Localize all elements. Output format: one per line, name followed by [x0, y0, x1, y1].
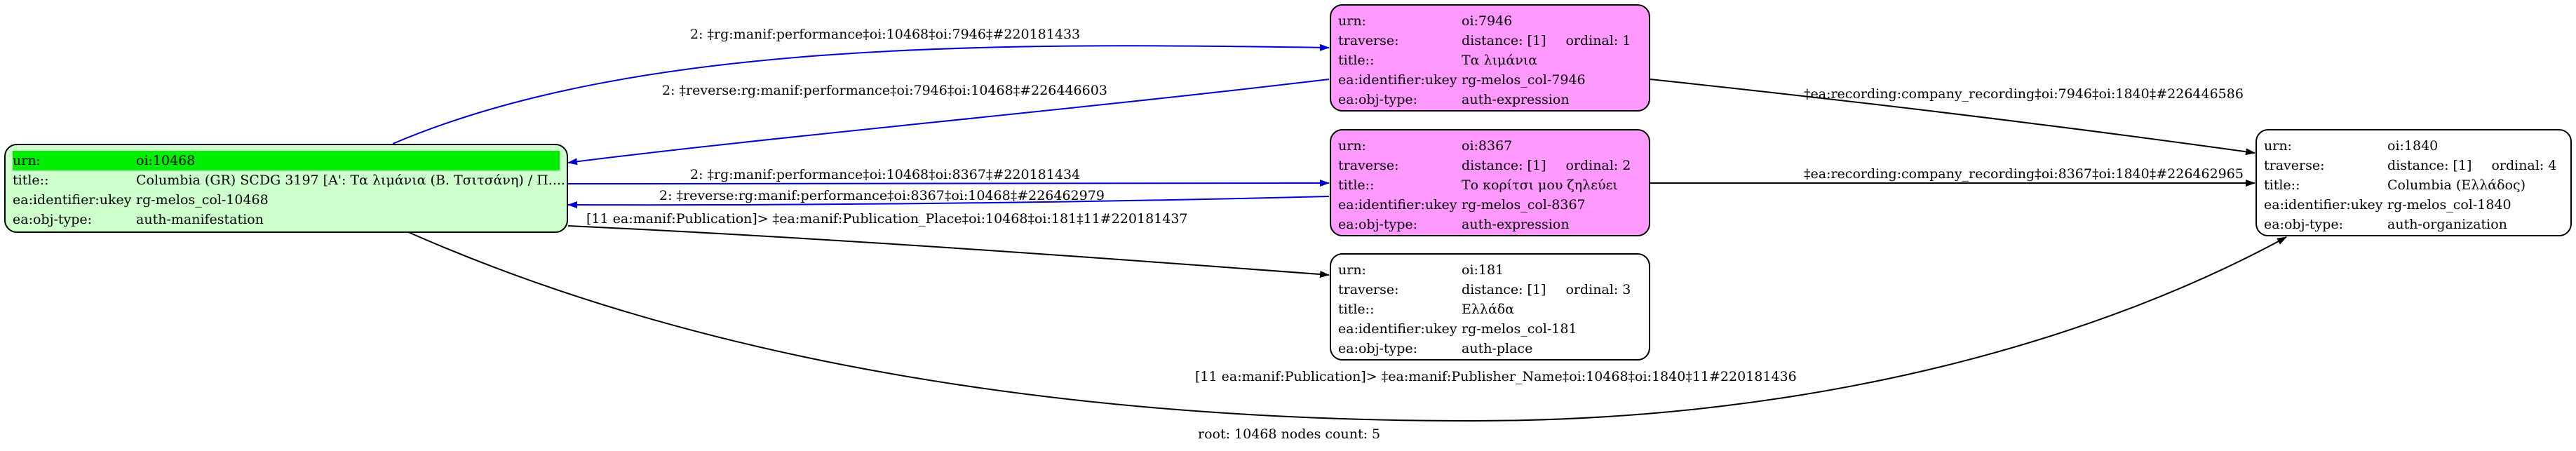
node-row-type: ea:obj-type: auth-manifestation: [13, 210, 560, 229]
field-value: distance: [1]: [1462, 33, 1546, 48]
field-value: oi:1840: [2387, 138, 2439, 154]
node-181[interactable]: urn: oi:181 traverse: distance: [1] ordinal…: [1330, 253, 1650, 361]
field-key: title::: [2264, 177, 2300, 193]
field-value: Columbia (Ελλάδος): [2387, 177, 2526, 193]
field-key: traverse:: [1338, 158, 1399, 173]
field-value: auth-manifestation: [136, 212, 264, 227]
edge-7946-1840: [1650, 79, 2255, 156]
field-key: ea:obj-type:: [13, 212, 93, 227]
field-key: title::: [1338, 302, 1375, 317]
field-value: rg-melos_col-10468: [136, 192, 269, 208]
edge-7946-10468: [567, 79, 1330, 166]
field-key: ea:obj-type:: [1338, 92, 1418, 107]
field-key: ea:identifier:ukey: [2264, 197, 2383, 213]
node-row-type: ea:obj-type: auth-place: [1338, 339, 1642, 358]
ordinal-value: ordinal: 3: [1565, 282, 1631, 297]
field-value: distance: [1]: [2387, 158, 2472, 173]
edge-10468-1840-publisher: [406, 231, 2287, 422]
field-value: auth-organization: [2387, 217, 2507, 232]
field-key: ea:identifier:ukey: [1338, 72, 1457, 88]
field-key: urn:: [1338, 262, 1366, 278]
field-key: traverse:: [1338, 282, 1399, 297]
field-key: ea:identifier:ukey: [1338, 321, 1457, 337]
node-row-urn: urn: oi:181: [1338, 260, 1642, 280]
field-key: ea:identifier:ukey: [13, 192, 132, 208]
edge-label-10468-181: [11 ea:manif:Publication]> ‡ea:manif:Pub…: [586, 211, 1188, 227]
field-key: traverse:: [1338, 33, 1399, 48]
field-key: urn:: [1338, 138, 1366, 154]
field-key: urn:: [1338, 13, 1366, 29]
field-key: ea:obj-type:: [2264, 217, 2344, 232]
ordinal-value: ordinal: 4: [2491, 158, 2557, 173]
node-row-urn: urn: oi:8367: [1338, 136, 1642, 156]
node-row-traverse: traverse: distance: [1] ordinal: 4: [2264, 156, 2563, 175]
ordinal-value: ordinal: 2: [1565, 158, 1631, 173]
node-row-title: title::Τα λιμάνια: [1338, 51, 1642, 70]
field-key: ea:obj-type:: [1338, 217, 1418, 232]
node-row-traverse: traverse: distance: [1] ordinal: 2: [1338, 156, 1642, 175]
edge-label-8367-10468: 2: ‡reverse:rg:manif:performance‡oi:8367…: [659, 188, 1105, 203]
ordinal-value: ordinal: 1: [1565, 33, 1631, 48]
edge-label-10468-8367: 2: ‡rg:manif:performance‡oi:10468‡oi:836…: [690, 167, 1081, 182]
edge-10468-181: [567, 225, 1330, 278]
node-row-ukey: ea:identifier:ukey rg-melos_col-8367: [1338, 195, 1642, 215]
edge-label-10468-7946: 2: ‡rg:manif:performance‡oi:10468‡oi:794…: [690, 27, 1081, 42]
edge-label-7946-10468: 2: ‡reverse:rg:manif:performance‡oi:7946…: [662, 83, 1107, 98]
node-row-type: ea:obj-type: auth-organization: [2264, 215, 2563, 234]
node-row-traverse: traverse: distance: [1] ordinal: 3: [1338, 280, 1642, 299]
field-key: urn:: [2264, 138, 2292, 154]
edge-10468-7946: [392, 43, 1330, 144]
edge-label-7946-1840: ‡ea:recording:company_recording‡oi:7946‡…: [1804, 86, 2244, 102]
edge-label-8367-1840: ‡ea:recording:company_recording‡oi:8367‡…: [1804, 166, 2244, 182]
field-value: Τα λιμάνια: [1462, 53, 1538, 68]
field-key: ea:identifier:ukey: [1338, 197, 1457, 213]
field-value: Ελλάδα: [1462, 302, 1515, 317]
field-value: distance: [1]: [1462, 158, 1546, 173]
field-key: title::: [1338, 53, 1375, 68]
field-value: Το κορίτσι μου ζηλεύει: [1462, 177, 1618, 193]
field-key: ea:obj-type:: [1338, 341, 1418, 356]
edge-8367-10468: [567, 196, 1330, 209]
edge-label-10468-1840-publisher: [11 ea:manif:Publication]> ‡ea:manif:Pub…: [1195, 369, 1797, 384]
edge-10468-8367: [567, 180, 1330, 187]
field-key: title::: [1338, 177, 1375, 193]
node-row-urn: urn: oi:1840: [2264, 136, 2563, 156]
field-value: rg-melos_col-1840: [2387, 197, 2511, 213]
field-value: oi:8367: [1462, 138, 1513, 154]
node-row-title: title::Το κορίτσι μου ζηλεύει: [1338, 175, 1642, 195]
field-key: title::: [13, 173, 49, 188]
field-value: distance: [1]: [1462, 282, 1546, 297]
node-row-ukey: ea:identifier:ukey rg-melos_col-181: [1338, 319, 1642, 339]
field-value: auth-expression: [1462, 92, 1570, 107]
node-row-ukey: ea:identifier:ukey rg-melos_col-7946: [1338, 70, 1642, 90]
field-value: auth-place: [1462, 341, 1533, 356]
field-value: rg-melos_col-8367: [1462, 197, 1586, 213]
graph-footer: root: 10468 nodes count: 5: [1198, 426, 1381, 442]
node-row-type: ea:obj-type: auth-expression: [1338, 215, 1642, 234]
node-10468[interactable]: urn:oi:10468 title::Columbia (GR) SCDG 3…: [4, 144, 568, 233]
field-value: auth-expression: [1462, 217, 1570, 232]
field-key: traverse:: [2264, 158, 2325, 173]
field-value: Columbia (GR) SCDG 3197 [A': Τα λιμάνια …: [136, 173, 565, 188]
field-value: rg-melos_col-181: [1462, 321, 1577, 337]
node-row-type: ea:obj-type: auth-expression: [1338, 90, 1642, 109]
node-8367[interactable]: urn: oi:8367 traverse: distance: [1] ordina…: [1330, 129, 1650, 236]
node-row-title: title::Columbia (Ελλάδος): [2264, 175, 2563, 195]
node-row-title: title::Columbia (GR) SCDG 3197 [A': Τα λ…: [13, 170, 565, 190]
field-value: rg-melos_col-7946: [1462, 72, 1586, 88]
field-value: oi:10468: [136, 151, 560, 170]
node-row-traverse: traverse: distance: [1] ordinal: 1: [1338, 31, 1642, 51]
field-key: urn:: [13, 151, 136, 170]
field-value: oi:181: [1462, 262, 1504, 278]
node-row-urn: urn: oi:7946: [1338, 11, 1642, 31]
node-row-urn: urn:oi:10468: [13, 151, 560, 170]
field-value: oi:7946: [1462, 13, 1513, 29]
node-row-title: title::Ελλάδα: [1338, 299, 1642, 319]
node-7946[interactable]: urn: oi:7946 traverse: distance: [1] ordina…: [1330, 4, 1650, 112]
node-1840[interactable]: urn: oi:1840 traverse: distance: [1] ordina…: [2255, 129, 2572, 236]
